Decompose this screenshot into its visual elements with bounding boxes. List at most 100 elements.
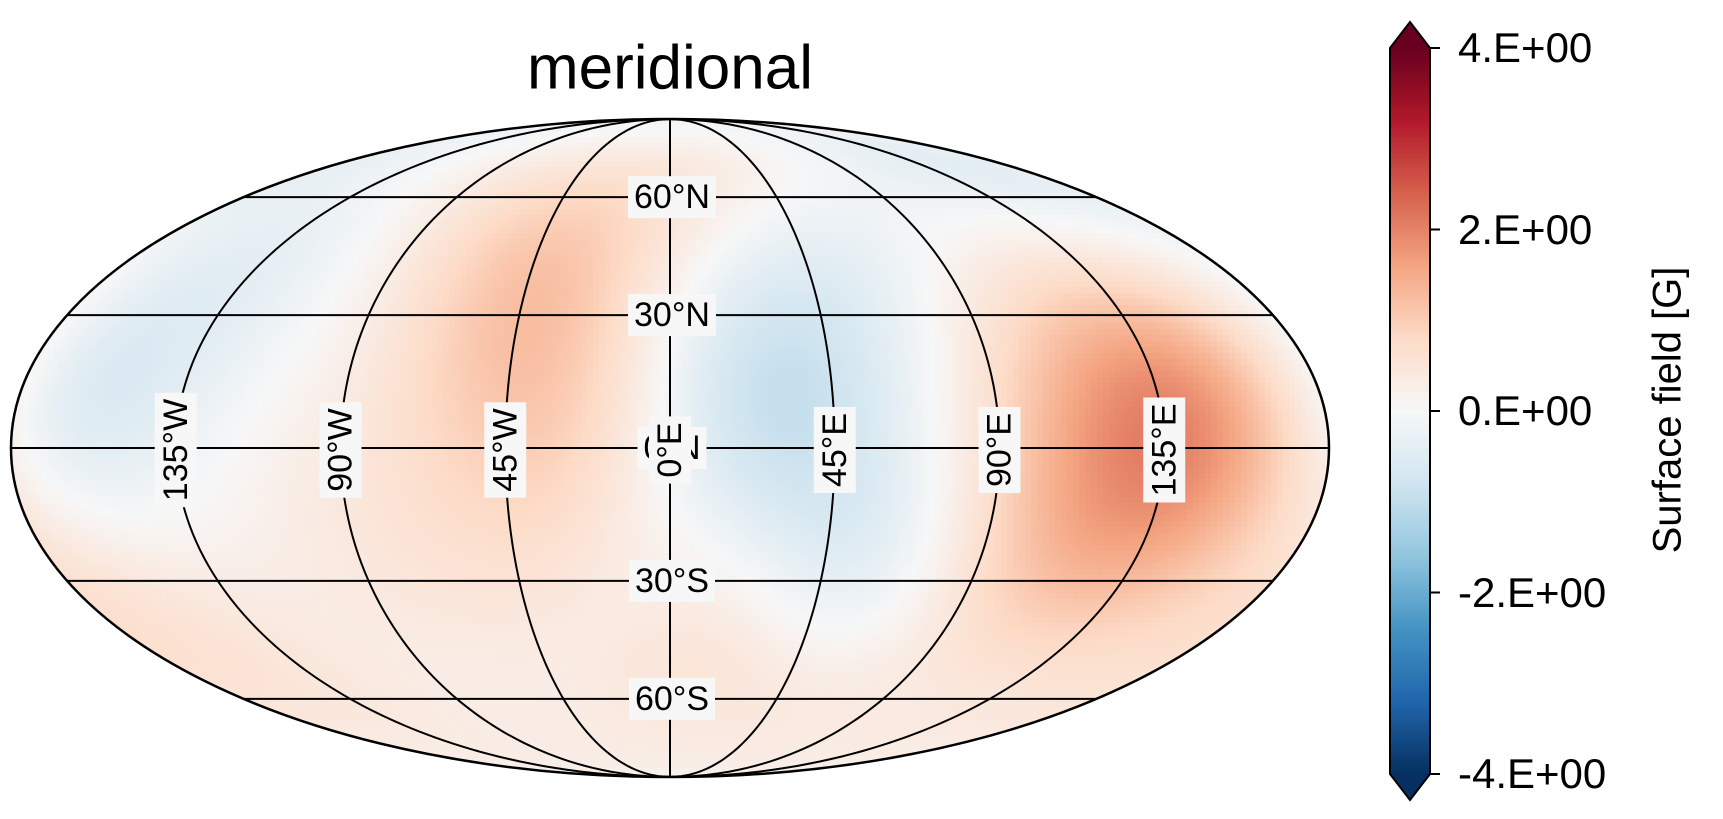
field-cell: [233, 257, 240, 264]
field-cell: [425, 251, 432, 258]
field-cell: [749, 305, 756, 312]
field-cell: [557, 191, 564, 198]
field-cell: [893, 227, 900, 234]
field-cell: [1187, 305, 1194, 312]
field-cell: [719, 227, 726, 234]
field-cell: [827, 239, 834, 246]
field-cell: [461, 257, 468, 264]
field-cell: [515, 179, 522, 186]
field-cell: [899, 209, 906, 216]
field-cell: [473, 215, 480, 222]
field-cell: [851, 209, 858, 216]
field-cell: [143, 305, 150, 312]
field-cell: [263, 287, 270, 294]
field-cell: [395, 209, 402, 216]
field-cell: [95, 299, 102, 306]
field-cell: [755, 281, 762, 288]
field-cell: [503, 233, 510, 240]
field-cell: [419, 209, 426, 216]
field-cell: [1043, 275, 1050, 282]
field-cell: [1091, 287, 1098, 294]
field-cell: [935, 281, 942, 288]
field-cell: [293, 281, 300, 288]
field-cell: [275, 257, 282, 264]
field-cell: [455, 305, 462, 312]
field-cell: [929, 161, 936, 168]
field-cell: [383, 269, 390, 276]
field-cell: [1097, 269, 1104, 276]
field-cell: [719, 137, 726, 144]
field-cell: [269, 215, 276, 222]
field-cell: [371, 263, 378, 270]
field-cell: [563, 143, 570, 150]
field-cell: [545, 269, 552, 276]
field-cell: [929, 317, 936, 324]
field-cell: [1043, 263, 1050, 270]
field-cell: [413, 215, 420, 222]
field-cell: [713, 227, 720, 234]
field-cell: [269, 251, 276, 258]
field-cell: [443, 191, 450, 198]
field-cell: [443, 209, 450, 216]
field-cell: [479, 131, 486, 138]
field-cell: [443, 287, 450, 294]
field-cell: [971, 227, 978, 234]
field-cell: [335, 173, 342, 180]
field-cell: [185, 287, 192, 294]
field-cell: [983, 173, 990, 180]
field-cell: [677, 143, 684, 150]
field-cell: [431, 149, 438, 156]
field-cell: [605, 203, 612, 210]
field-cell: [269, 269, 276, 276]
field-cell: [653, 167, 660, 174]
field-cell: [581, 215, 588, 222]
field-cell: [1055, 281, 1062, 288]
field-cell: [227, 203, 234, 210]
field-cell: [1175, 293, 1182, 300]
field-cell: [653, 251, 660, 258]
field-cell: [647, 125, 654, 132]
field-cell: [341, 161, 348, 168]
field-cell: [989, 233, 996, 240]
field-cell: [449, 317, 456, 324]
field-cell: [623, 275, 630, 282]
field-cell: [761, 173, 768, 180]
field-cell: [929, 281, 936, 288]
field-cell: [863, 185, 870, 192]
field-cell: [749, 179, 756, 186]
field-cell: [755, 215, 762, 222]
field-cell: [359, 293, 366, 300]
field-cell: [161, 305, 168, 312]
field-cell: [881, 239, 888, 246]
field-cell: [539, 275, 546, 282]
field-cell: [719, 281, 726, 288]
field-cell: [473, 149, 480, 156]
field-cell: [365, 167, 372, 174]
field-cell: [389, 281, 396, 288]
field-cell: [107, 275, 114, 282]
field-cell: [737, 245, 744, 252]
field-cell: [659, 143, 666, 150]
field-cell: [569, 143, 576, 150]
field-cell: [911, 293, 918, 300]
field-cell: [521, 287, 528, 294]
field-cell: [617, 293, 624, 300]
field-cell: [845, 239, 852, 246]
field-cell: [1109, 305, 1116, 312]
field-cell: [401, 305, 408, 312]
field-cell: [293, 299, 300, 306]
field-cell: [941, 155, 948, 162]
field-cell: [503, 317, 510, 324]
field-cell: [665, 287, 672, 294]
field-cell: [689, 257, 696, 264]
field-cell: [371, 269, 378, 276]
field-cell: [689, 245, 696, 252]
field-cell: [851, 251, 858, 258]
field-cell: [599, 293, 606, 300]
field-cell: [281, 251, 288, 258]
field-cell: [983, 245, 990, 252]
field-cell: [197, 317, 204, 324]
field-cell: [1151, 239, 1158, 246]
field-cell: [353, 221, 360, 228]
field-cell: [761, 287, 768, 294]
